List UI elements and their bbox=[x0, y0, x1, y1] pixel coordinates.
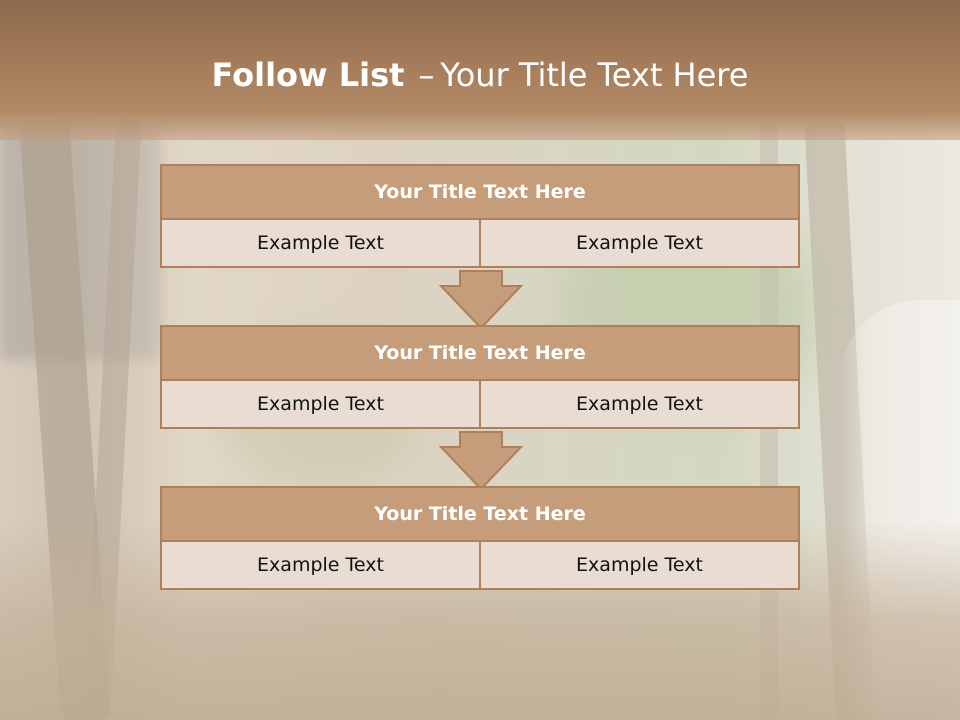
slide-title: Follow List–Your Title Text Here bbox=[0, 56, 960, 94]
down-arrow-icon bbox=[439, 431, 523, 491]
block-cell-left: Example Text bbox=[160, 379, 481, 429]
list-block-2: Your Title Text Here Example Text Exampl… bbox=[160, 325, 800, 429]
block-row: Example Text Example Text bbox=[160, 218, 800, 268]
list-block-3: Your Title Text Here Example Text Exampl… bbox=[160, 486, 800, 590]
block-title: Your Title Text Here bbox=[160, 486, 800, 542]
block-cell-right: Example Text bbox=[479, 540, 800, 590]
block-cell-right: Example Text bbox=[479, 218, 800, 268]
block-row: Example Text Example Text bbox=[160, 379, 800, 429]
block-title: Your Title Text Here bbox=[160, 325, 800, 381]
block-row: Example Text Example Text bbox=[160, 540, 800, 590]
down-arrow-icon bbox=[439, 270, 523, 330]
slide-title-bold: Follow List bbox=[211, 56, 405, 94]
title-band bbox=[0, 0, 960, 140]
block-title: Your Title Text Here bbox=[160, 164, 800, 220]
block-cell-left: Example Text bbox=[160, 540, 481, 590]
block-cell-right: Example Text bbox=[479, 379, 800, 429]
slide-title-rest: Your Title Text Here bbox=[440, 56, 749, 94]
block-cell-left: Example Text bbox=[160, 218, 481, 268]
list-block-1: Your Title Text Here Example Text Exampl… bbox=[160, 164, 800, 268]
slide-title-dash: – bbox=[418, 56, 435, 94]
